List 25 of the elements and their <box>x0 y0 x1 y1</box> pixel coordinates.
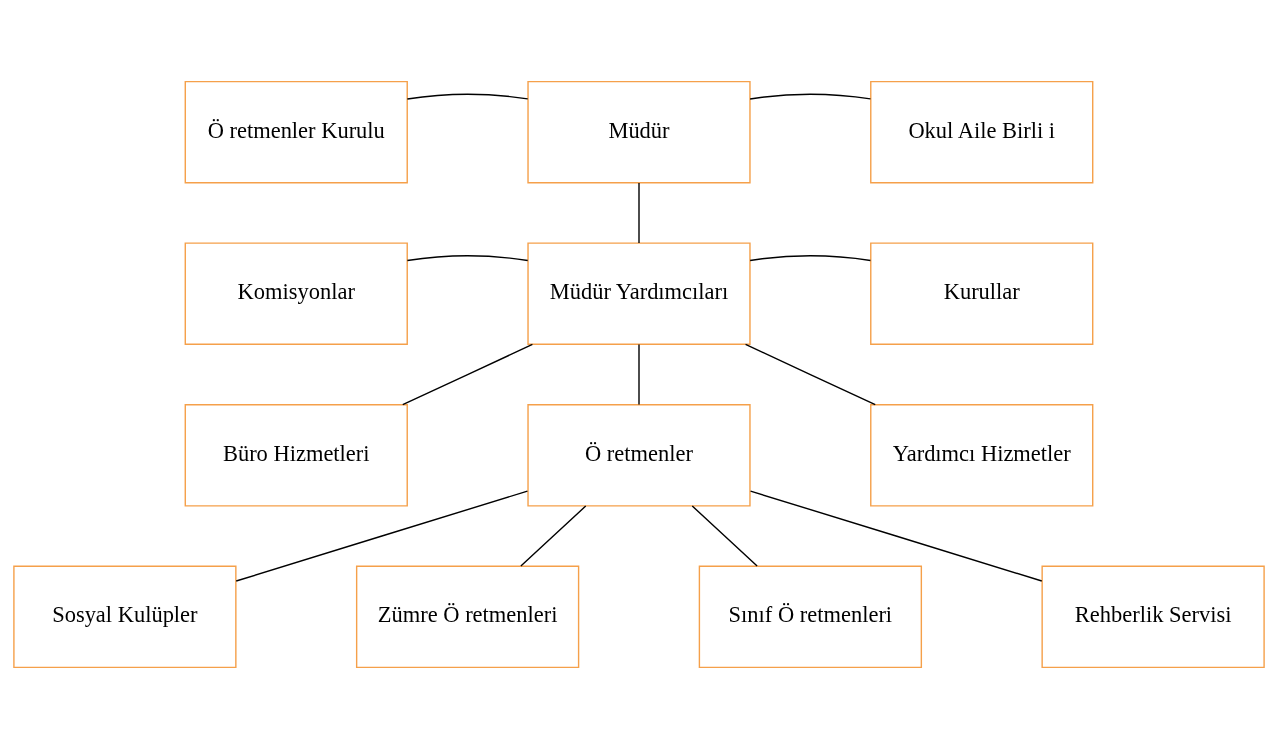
connector <box>402 343 534 406</box>
node-box: Müdür <box>527 80 751 184</box>
node-box: Yardımcı Hizmetler <box>870 404 1094 507</box>
node-box: Ö retmenler <box>527 404 751 507</box>
node-box: Komisyonlar <box>184 242 408 345</box>
connector <box>406 93 529 100</box>
connector <box>749 93 872 100</box>
node-box: Rehberlik Servisi <box>1041 565 1265 669</box>
connector <box>406 255 529 262</box>
connector <box>520 505 587 567</box>
node-box: Müdür Yardımcıları <box>527 242 751 345</box>
node-box: Okul Aile Birli i <box>870 80 1094 184</box>
node-box: Büro Hizmetleri <box>184 404 408 507</box>
connector <box>744 343 876 406</box>
connector <box>691 505 758 567</box>
node-box: Sınıf Ö retmenleri <box>698 565 923 669</box>
connector <box>638 343 640 406</box>
connector <box>749 255 872 262</box>
connector <box>638 182 640 244</box>
node-box: Ö retmenler Kurulu <box>184 80 408 184</box>
node-box: Sosyal Kulüpler <box>13 565 237 669</box>
connector <box>749 490 1043 582</box>
connector <box>235 490 529 582</box>
node-box: Kurullar <box>870 242 1094 345</box>
node-box: Zümre Ö retmenleri <box>355 565 580 669</box>
